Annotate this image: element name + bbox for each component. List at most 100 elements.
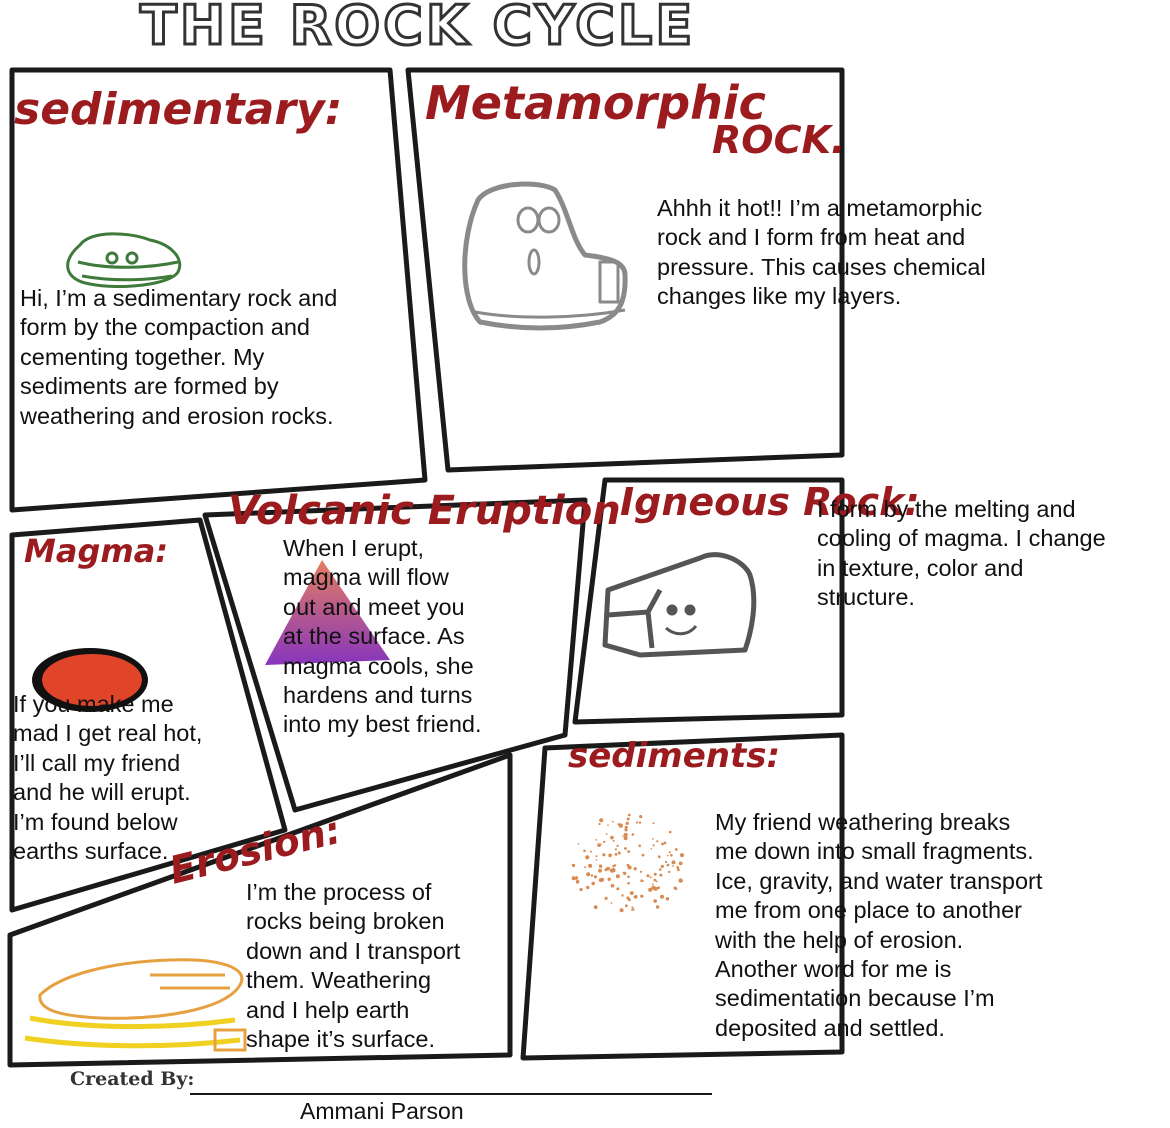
- sediment-speck: [595, 859, 598, 861]
- volcanic-text: When I erupt, magma will flow out and me…: [283, 535, 482, 738]
- volcano-drawing: [265, 560, 390, 665]
- sediment-speck: [638, 844, 641, 848]
- sediment-speck: [661, 842, 664, 846]
- panel-metamorphic-frame: [405, 67, 845, 473]
- metamorphic-heading-line2: ROCK.: [712, 118, 846, 162]
- panel-erosion-frame: [7, 752, 513, 1068]
- sediment-speck: [599, 843, 602, 846]
- sediment-speck: [616, 887, 620, 891]
- sediment-speck: [640, 879, 643, 882]
- sediment-speck: [593, 905, 598, 910]
- sediment-speck: [678, 861, 683, 866]
- sediment-speck: [633, 896, 635, 898]
- sediment-speck: [577, 843, 580, 845]
- panel-sediments-frame: [520, 732, 845, 1061]
- sediment-speck: [623, 836, 628, 841]
- sediment-speck: [639, 815, 643, 819]
- sediment-speck: [627, 875, 630, 878]
- sediment-speck: [640, 894, 644, 898]
- sediment-speck: [675, 887, 678, 891]
- sediment-speck: [604, 896, 608, 900]
- page-title: THE ROCK CYCLE: [139, 0, 696, 59]
- sediment-speck: [680, 853, 684, 858]
- sediment-speck: [632, 908, 635, 911]
- magma-text: If you make me mad I get real hot, I’ll …: [13, 691, 203, 865]
- sediment-speck: [622, 835, 624, 837]
- sediment-speck: [607, 824, 609, 826]
- sediment-speck: [583, 849, 586, 853]
- sediment-speck: [624, 825, 628, 829]
- sediment-speck: [595, 839, 598, 841]
- sediment-speck: [593, 875, 598, 879]
- sediment-speck: [646, 874, 650, 878]
- sediment-speck: [673, 861, 676, 864]
- sediment-speck: [584, 866, 587, 869]
- sediment-speck: [635, 821, 639, 824]
- metamorphic-rock-drawing: [462, 181, 628, 331]
- sediment-speck: [585, 855, 590, 860]
- sediment-speck: [579, 887, 583, 892]
- sediment-speck: [676, 866, 680, 869]
- sediment-speck: [615, 874, 620, 879]
- sediment-speck: [621, 894, 624, 897]
- sediment-speck: [641, 853, 645, 857]
- sedimentary-text: Hi, I’m a sedimentary rock and form by t…: [20, 285, 338, 429]
- sediment-speck: [610, 883, 615, 888]
- sediment-speck: [657, 886, 660, 890]
- sediment-speck: [631, 906, 634, 909]
- sediment-speck: [678, 878, 683, 883]
- sediment-speck: [610, 835, 614, 840]
- sediment-speck: [608, 853, 612, 858]
- sediment-speck: [657, 855, 661, 859]
- sediment-speck: [598, 864, 603, 868]
- sediment-speck: [638, 821, 642, 824]
- sediment-speck: [571, 876, 576, 881]
- sediment-speck: [626, 863, 630, 867]
- sediment-speck: [627, 813, 631, 817]
- sediment-speck: [653, 899, 657, 903]
- sediment-speck: [622, 871, 625, 874]
- sediment-speck: [612, 864, 615, 868]
- sediment-speck: [598, 878, 603, 883]
- sediment-speck: [610, 902, 613, 904]
- sedimentary-rock-drawing: [66, 232, 182, 289]
- sediment-speck: [595, 855, 598, 858]
- sediment-speck: [626, 896, 630, 900]
- sediment-speck: [625, 904, 628, 908]
- sediment-speck: [629, 891, 634, 895]
- sediment-speck: [663, 841, 667, 845]
- sediment-speck: [605, 833, 608, 835]
- igneous-text: I form by the melting and cooling of mag…: [817, 496, 1106, 611]
- author-name: Ammani Parson: [300, 1098, 464, 1124]
- sediment-speck: [652, 838, 654, 840]
- volcanic-heading: Volcanic Eruption: [228, 488, 621, 534]
- sediment-speck: [631, 833, 635, 836]
- sediment-speck: [659, 873, 663, 877]
- sediment-speck: [590, 874, 594, 877]
- panel-volcanic-frame: [202, 497, 588, 813]
- sediment-speck: [571, 863, 576, 868]
- sediment-speck: [666, 854, 669, 857]
- sediment-speck: [649, 876, 652, 879]
- sediment-speck: [653, 878, 657, 882]
- sediment-speck: [652, 883, 654, 886]
- sediment-speck: [674, 848, 678, 851]
- sediment-speck: [624, 847, 627, 850]
- sediment-speck: [664, 860, 668, 864]
- sediment-speck: [575, 876, 578, 878]
- sediment-speck: [650, 848, 653, 850]
- sediment-speck: [599, 818, 604, 823]
- sediment-speck: [639, 870, 643, 873]
- sediment-speck: [670, 854, 673, 857]
- sediment-speck: [575, 880, 580, 884]
- sediment-speck: [614, 848, 618, 851]
- metamorphic-heading-line1: Metamorphic: [425, 76, 766, 130]
- sediment-speck: [634, 895, 638, 899]
- sediments-heading: sediments:: [568, 736, 781, 776]
- sediment-speck: [668, 830, 672, 834]
- sediment-speck: [611, 820, 614, 823]
- sediment-speck: [616, 844, 619, 848]
- sediment-speck: [604, 868, 608, 872]
